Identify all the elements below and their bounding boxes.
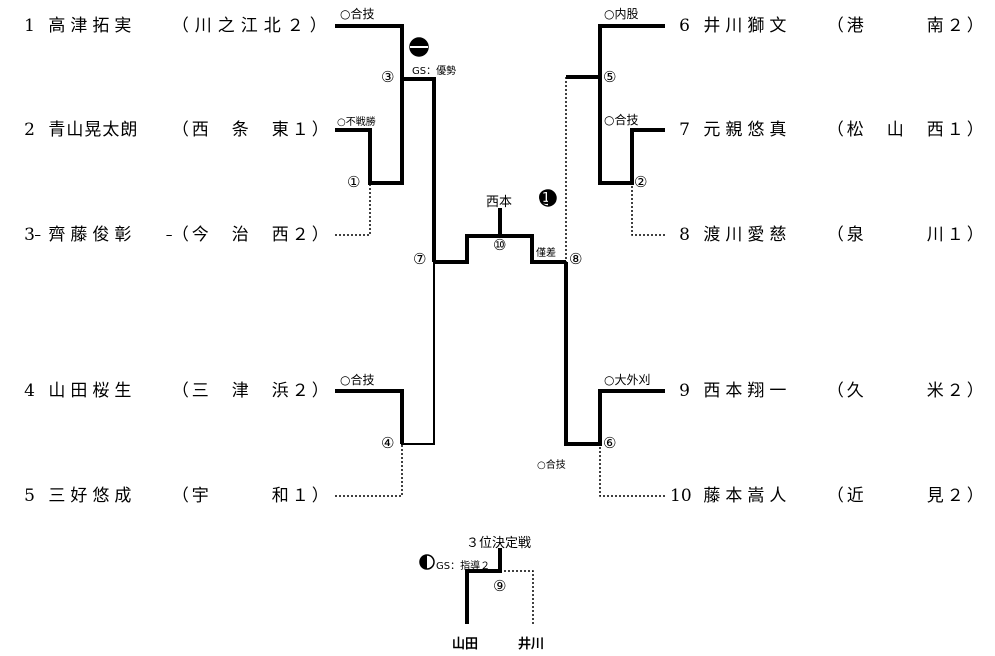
player-school: （近 見２）: [826, 486, 987, 506]
player-school: （久 米２）: [826, 381, 987, 401]
player-name: 渡川愛慈: [703, 225, 792, 245]
player-number: 8: [679, 225, 690, 245]
player-7: 7 元親悠真 （松 山 西１）: [670, 120, 987, 140]
player-2: 2 青山晃太朗 （西 条 東１）: [15, 120, 332, 140]
bracket-line-p9: [564, 262, 665, 446]
match-number-8: ⑧: [569, 250, 583, 268]
player-number: 6: [679, 16, 690, 36]
player-school: （松 山 西１）: [826, 120, 987, 140]
player-9: 9 西本翔一 （久 米２）: [670, 381, 987, 401]
match-number-7: ⑦: [413, 250, 427, 268]
player-name: 高津拓実: [48, 16, 137, 36]
match-number-4: ④: [381, 434, 395, 452]
match-number-3: ③: [381, 68, 395, 86]
player-3-withdrawn: 3 齊藤俊彰 （今 治 西２）: [15, 225, 332, 245]
match-6-result: ○合技: [537, 460, 566, 471]
bracket-line-p6: [566, 24, 665, 79]
bracket-line-p7: [598, 77, 665, 185]
match-9-result: ○大外刈: [604, 373, 651, 387]
player-name: 山田桜生: [48, 381, 137, 401]
player-school: （今 治 西２）: [171, 225, 332, 245]
bracket-line-p5: [335, 444, 403, 497]
circled-one-black-icon: ➊: [539, 188, 554, 208]
player-school: （泉 川１）: [826, 225, 987, 245]
match-number-10: ⑩: [493, 236, 507, 254]
final-winner: 西本: [486, 195, 513, 210]
player-8: 8 渡川愛慈 （泉 川１）: [670, 225, 987, 245]
player-name: 齊藤俊彰: [48, 225, 137, 245]
player-school: （宇 和１）: [171, 486, 332, 506]
player-name: 元親悠真: [703, 120, 792, 140]
match-4-result: ○合技: [340, 373, 375, 387]
match-5-result: ○内股: [604, 7, 639, 21]
match-number-9: ⑨: [493, 577, 507, 595]
third-place-title: ３位決定戦: [466, 536, 532, 551]
player-school: （三 津 浜２）: [171, 381, 332, 401]
match-number-2: ②: [634, 173, 648, 191]
bracket-line-p10: [599, 444, 665, 497]
player-school: （川之江北２）: [171, 16, 333, 36]
match-8-result: 僅差: [536, 248, 556, 259]
player-name: 西本翔一: [703, 381, 792, 401]
player-number: 5: [24, 486, 35, 506]
player-number: 7: [679, 120, 690, 140]
player-10: 10 藤本嵩人 （近 見２）: [670, 486, 987, 506]
bracket-line-m8: [500, 234, 566, 264]
player-1: 1 高津拓実 （川之江北２）: [15, 16, 333, 36]
bracket-line-m4-dotted: [402, 262, 435, 445]
bracket-line-p4: [335, 262, 435, 445]
third-line-right: [500, 570, 534, 624]
player-5: 5 三好悠成 （宇 和１）: [15, 486, 332, 506]
bracket-line-p8: [631, 183, 665, 236]
bracket-line-m3: [402, 77, 436, 262]
bracket-line-p1: [335, 24, 404, 79]
match-number-5: ⑤: [603, 68, 617, 86]
match-number-6: ⑥: [603, 434, 617, 452]
third-line-left: [465, 548, 502, 624]
player-number: 3: [24, 225, 35, 245]
player-number: 1: [24, 16, 35, 36]
player-name: 井川獅文: [703, 16, 792, 36]
third-place-right-name: 井川: [518, 637, 545, 652]
bracket-line-p4-thick: [335, 389, 404, 444]
player-4: 4 山田桜生 （三 津 浜２）: [15, 381, 332, 401]
player-name: 藤本嵩人: [703, 486, 792, 506]
match-number-1: ①: [347, 173, 361, 191]
player-name: 三好悠成: [48, 486, 137, 506]
match-1-result: ○合技: [340, 7, 375, 21]
bracket-line-p2: [335, 79, 404, 185]
match-3-result: GS：優勢: [412, 66, 457, 77]
third-place-result: GS：指導２: [436, 561, 491, 572]
player-number: 2: [24, 120, 35, 140]
player-number: 9: [679, 381, 690, 401]
player-6: 6 井川獅文 （港 南２）: [670, 16, 987, 36]
player-name: 青山晃太朗: [48, 120, 139, 140]
player-school: （港 南２）: [826, 16, 987, 36]
third-place-left-name: 山田: [452, 637, 479, 652]
match-7-result: ○合技: [604, 113, 639, 127]
decision-marks: [409, 37, 557, 570]
player-number: 10: [670, 486, 692, 506]
player-school: （西 条 東１）: [171, 120, 332, 140]
bracket-line-m7: [434, 234, 500, 264]
player-number: 4: [24, 381, 35, 401]
match-2-result: ○不戦勝: [337, 117, 376, 128]
bracket-line-p3: [335, 183, 371, 236]
